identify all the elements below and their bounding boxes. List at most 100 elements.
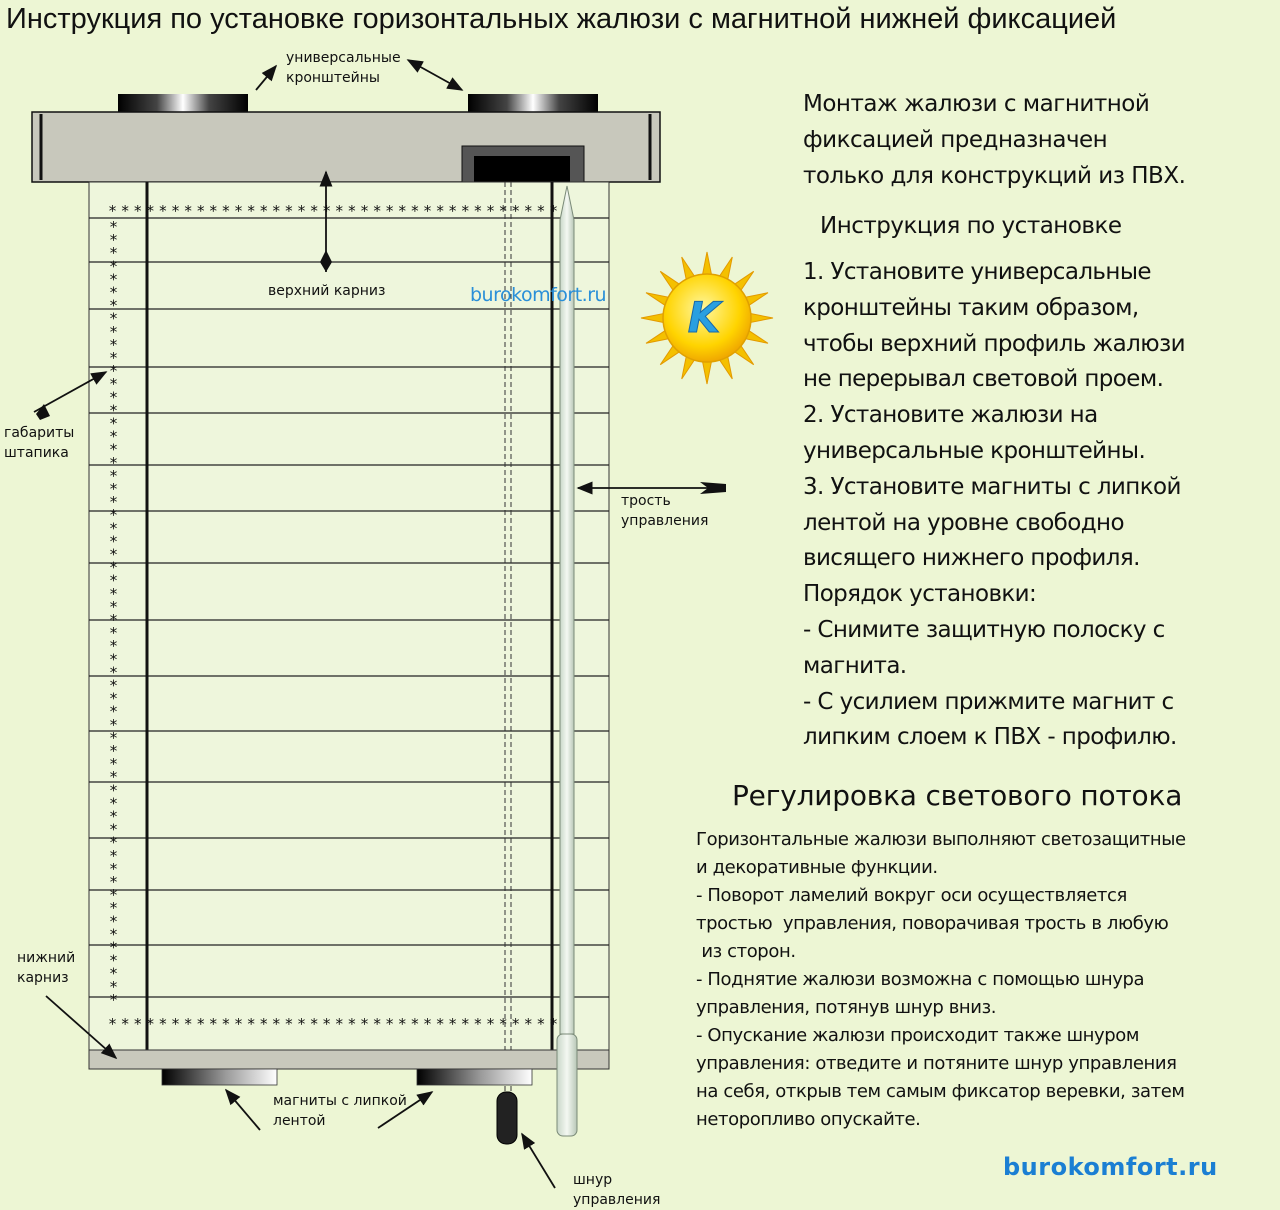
- glazing-bead-mark: *: [109, 506, 118, 524]
- light-text-line: Горизонтальные жалюзи выполняют светозащ…: [696, 829, 1186, 850]
- glazing-bead-mark: *: [109, 991, 118, 1009]
- magnet-left: [161, 1068, 278, 1086]
- glazing-bead-mark: *: [109, 925, 118, 943]
- light-heading: Регулировка светового потока: [732, 779, 1183, 812]
- label-brackets: универсальные кронштейны: [286, 48, 401, 88]
- glazing-bead-mark: *: [109, 375, 118, 393]
- glazing-bead-mark: *: [109, 899, 118, 917]
- label-cord-line1: шнур: [573, 1172, 613, 1188]
- intro-text: Монтаж жалюзи с магнитной фиксацией пред…: [803, 86, 1263, 194]
- label-cord: шнур управления: [573, 1170, 660, 1210]
- sun-logo-letter: K: [688, 293, 724, 342]
- glazing-bead-mark: *: [109, 663, 118, 681]
- watermark-bottom: burokomfort.ru: [1003, 1153, 1218, 1181]
- svg-text:* * * * * * * * * * * * * * *: * * * * * * * * * * * * * * * * * * * * …: [108, 202, 558, 220]
- glazing-bead-mark: *: [109, 965, 118, 983]
- glazing-bead-mark: *: [109, 546, 118, 564]
- glazing-bead-mark: *: [109, 284, 118, 302]
- install-step-line: - С усилием прижмите магнит с: [803, 688, 1174, 715]
- glazing-bead-mark: *: [109, 559, 118, 577]
- intro-line: фиксацией предназначен: [803, 127, 1108, 153]
- glazing-bead-mark: *: [109, 532, 118, 550]
- blind-body: [88, 181, 610, 1051]
- bracket-right: [468, 94, 598, 112]
- label-top-cornice: верхний карниз: [268, 283, 386, 299]
- control-wand: [559, 185, 575, 1035]
- label-cord-line2: управления: [573, 1192, 661, 1208]
- glazing-bead-mark: *: [109, 624, 118, 642]
- install-step-line: липким слоем к ПВХ - профилю.: [803, 724, 1177, 751]
- light-text-line: управления: отведите и потяните шнур упр…: [696, 1053, 1177, 1074]
- install-step-line: кронштейны таким образом,: [803, 294, 1139, 321]
- glazing-bead-mark: *: [109, 349, 118, 367]
- glazing-bead-mark: *: [109, 978, 118, 996]
- install-step-line: лентой на уровне свободно: [803, 509, 1125, 536]
- glazing-bead-mark: *: [109, 821, 118, 839]
- glazing-bead-mark: *: [109, 257, 118, 275]
- watermark-mid: burokomfort.ru: [470, 284, 607, 306]
- glazing-bead-mark: *: [109, 231, 118, 249]
- glazing-bead-mark: *: [109, 388, 118, 406]
- label-glazing-bead-line1: габариты: [4, 425, 75, 441]
- glazing-bead-mark: *: [109, 781, 118, 799]
- glazing-bead-mark: *: [109, 729, 118, 747]
- label-magnets-line1: магниты с липкой: [273, 1093, 407, 1109]
- glazing-bead-outline: * * * * * * * * * * * * * * * * * * * * …: [108, 202, 558, 1033]
- wand-handle: [556, 1033, 578, 1137]
- light-text-line: - Опускание жалюзи происходит также шнур…: [696, 1025, 1140, 1046]
- glazing-bead-mark: *: [109, 428, 118, 446]
- page-title: Инструкция по установке горизонтальных ж…: [6, 3, 1117, 35]
- install-heading: Инструкция по установке: [820, 213, 1122, 239]
- glazing-bead-mark: *: [109, 834, 118, 852]
- install-step-line: магнита.: [803, 652, 907, 679]
- glazing-bead-mark: *: [109, 480, 118, 498]
- glazing-bead-mark: *: [109, 519, 118, 537]
- glazing-bead-column: ****************************************…: [109, 218, 118, 1009]
- glazing-bead-mark: *: [109, 742, 118, 760]
- glazing-bead-mark: *: [109, 572, 118, 590]
- glazing-bead-mark: *: [109, 441, 118, 459]
- glazing-bead-mark: *: [109, 454, 118, 472]
- glazing-bead-mark: *: [109, 939, 118, 957]
- install-step-line: 1. Установите универсальные: [803, 259, 1152, 285]
- install-step-line: универсальные кронштейны.: [803, 437, 1146, 464]
- glazing-bead-mark: *: [109, 690, 118, 708]
- sun-logo: K: [640, 251, 774, 385]
- glazing-bead-mark: *: [109, 467, 118, 485]
- cord-weight: [496, 1091, 518, 1145]
- label-wand: трость управления: [621, 491, 708, 531]
- glazing-bead-mark: *: [109, 808, 118, 826]
- light-text-line: неторопливо опускайте.: [696, 1109, 921, 1130]
- glazing-bead-mark: *: [109, 598, 118, 616]
- svg-text:* * * * * * * * * * * * * * *: * * * * * * * * * * * * * * * * * * * * …: [108, 1015, 558, 1033]
- label-bottom-cornice: нижний карниз: [17, 948, 75, 988]
- bottom-cornice: [88, 1049, 610, 1070]
- label-brackets-line1: универсальные: [286, 50, 401, 66]
- glazing-bead-mark: *: [109, 297, 118, 315]
- glazing-bead-mark: *: [109, 585, 118, 603]
- label-glazing-bead-line2: штапика: [4, 445, 69, 461]
- label-magnets-line2: лентой: [273, 1113, 326, 1129]
- glazing-bead-mark: *: [109, 886, 118, 904]
- glazing-bead-mark: *: [109, 493, 118, 511]
- label-glazing-bead: габариты штапика: [4, 423, 74, 463]
- glazing-bead-mark: *: [109, 323, 118, 341]
- glazing-bead-mark: *: [109, 912, 118, 930]
- install-step-line: не перерывал световой проем.: [803, 366, 1164, 393]
- label-bottom-cornice-line1: нижний: [17, 950, 76, 966]
- glazing-bead-mark: *: [109, 401, 118, 419]
- glazing-bead-mark: *: [109, 270, 118, 288]
- slats: [89, 217, 609, 998]
- glazing-bead-mark: *: [109, 952, 118, 970]
- bracket-left: [118, 94, 248, 112]
- label-brackets-line2: кронштейны: [286, 70, 380, 86]
- glazing-bead-mark: *: [109, 703, 118, 721]
- glazing-bead-mark: *: [109, 310, 118, 328]
- label-wand-line1: трость: [621, 493, 671, 509]
- intro-line: только для конструкций из ПВХ.: [803, 163, 1186, 189]
- glazing-bead-mark: *: [109, 847, 118, 865]
- magnet-right: [416, 1068, 533, 1086]
- glazing-bead-mark: *: [109, 768, 118, 786]
- glazing-bead-mark: *: [109, 415, 118, 433]
- label-magnets: магниты с липкой лентой: [273, 1091, 407, 1131]
